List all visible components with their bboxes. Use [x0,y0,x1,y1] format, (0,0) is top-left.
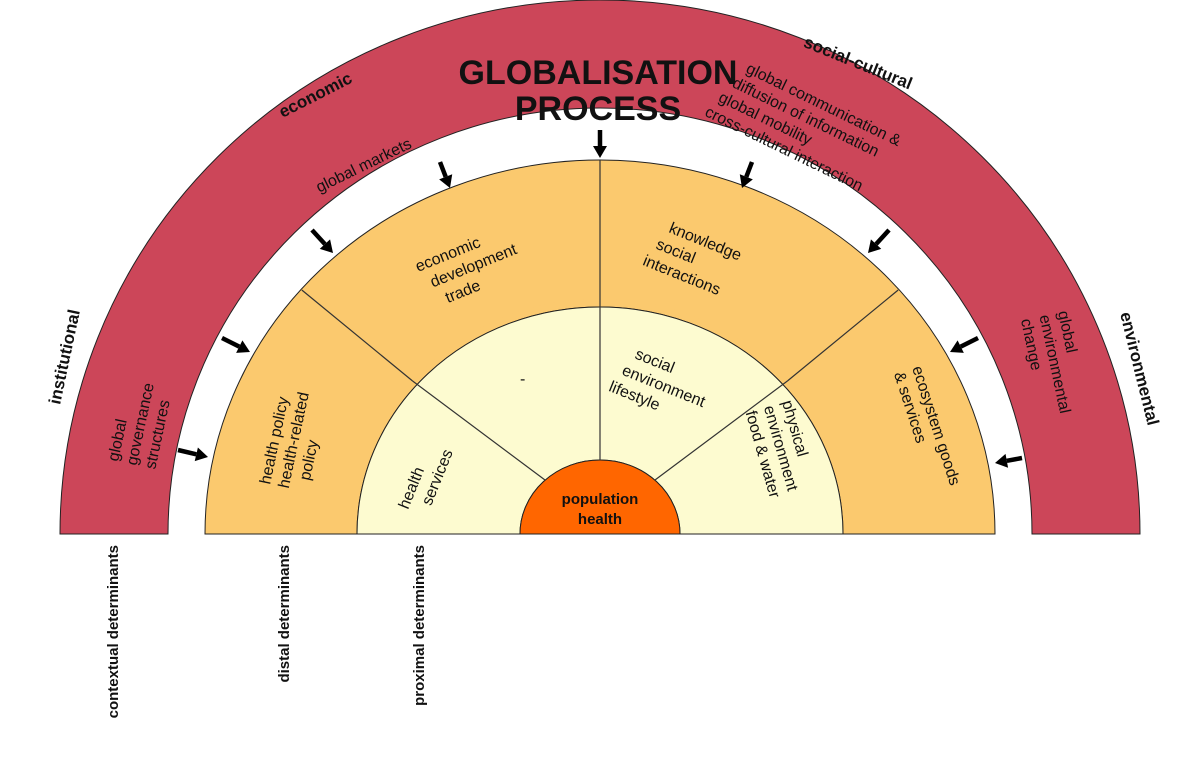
arrow-shaft-9 [1006,455,1023,464]
population-health-core [519,459,681,535]
arrow-shaft-5 [177,447,197,457]
arrow-shaft-7 [874,228,891,246]
arrow-head-5 [194,447,208,462]
arrows-group [177,130,1023,468]
arrow-shaft-3 [310,228,327,246]
arrow-shaft-2 [437,161,448,178]
separator-left-lower [412,380,546,481]
title-line-1: GLOBALISATION [459,54,738,92]
arrow-head-7 [868,239,882,253]
arrow-head-1 [593,146,607,158]
separator-left-upper [301,289,413,382]
separator-right-upper [787,289,899,382]
arrow-head-9 [995,453,1009,468]
contextual-determinants-label: contextual determinants [105,545,122,718]
arrow-head-4 [236,340,250,353]
core-line-2: health [578,511,622,528]
outer-ring [59,0,1141,535]
arrow-shaft-8 [959,335,980,349]
separator-right-lower [654,380,788,481]
title-line-2: PROCESS [515,90,681,128]
arrow-head-6 [739,174,753,188]
dash-label: - [520,371,525,388]
proximal-determinants-label: proximal determinants [411,545,428,706]
arrow-head-3 [319,239,333,253]
arrow-shaft-6 [744,161,755,178]
arrow-shaft-4 [220,335,241,349]
arrow-head-8 [950,340,964,353]
core-line-1: population [562,491,639,508]
arrow-head-2 [439,174,453,188]
category-institutional: institutional [45,308,84,406]
distal-determinants-label: distal determinants [276,545,293,683]
